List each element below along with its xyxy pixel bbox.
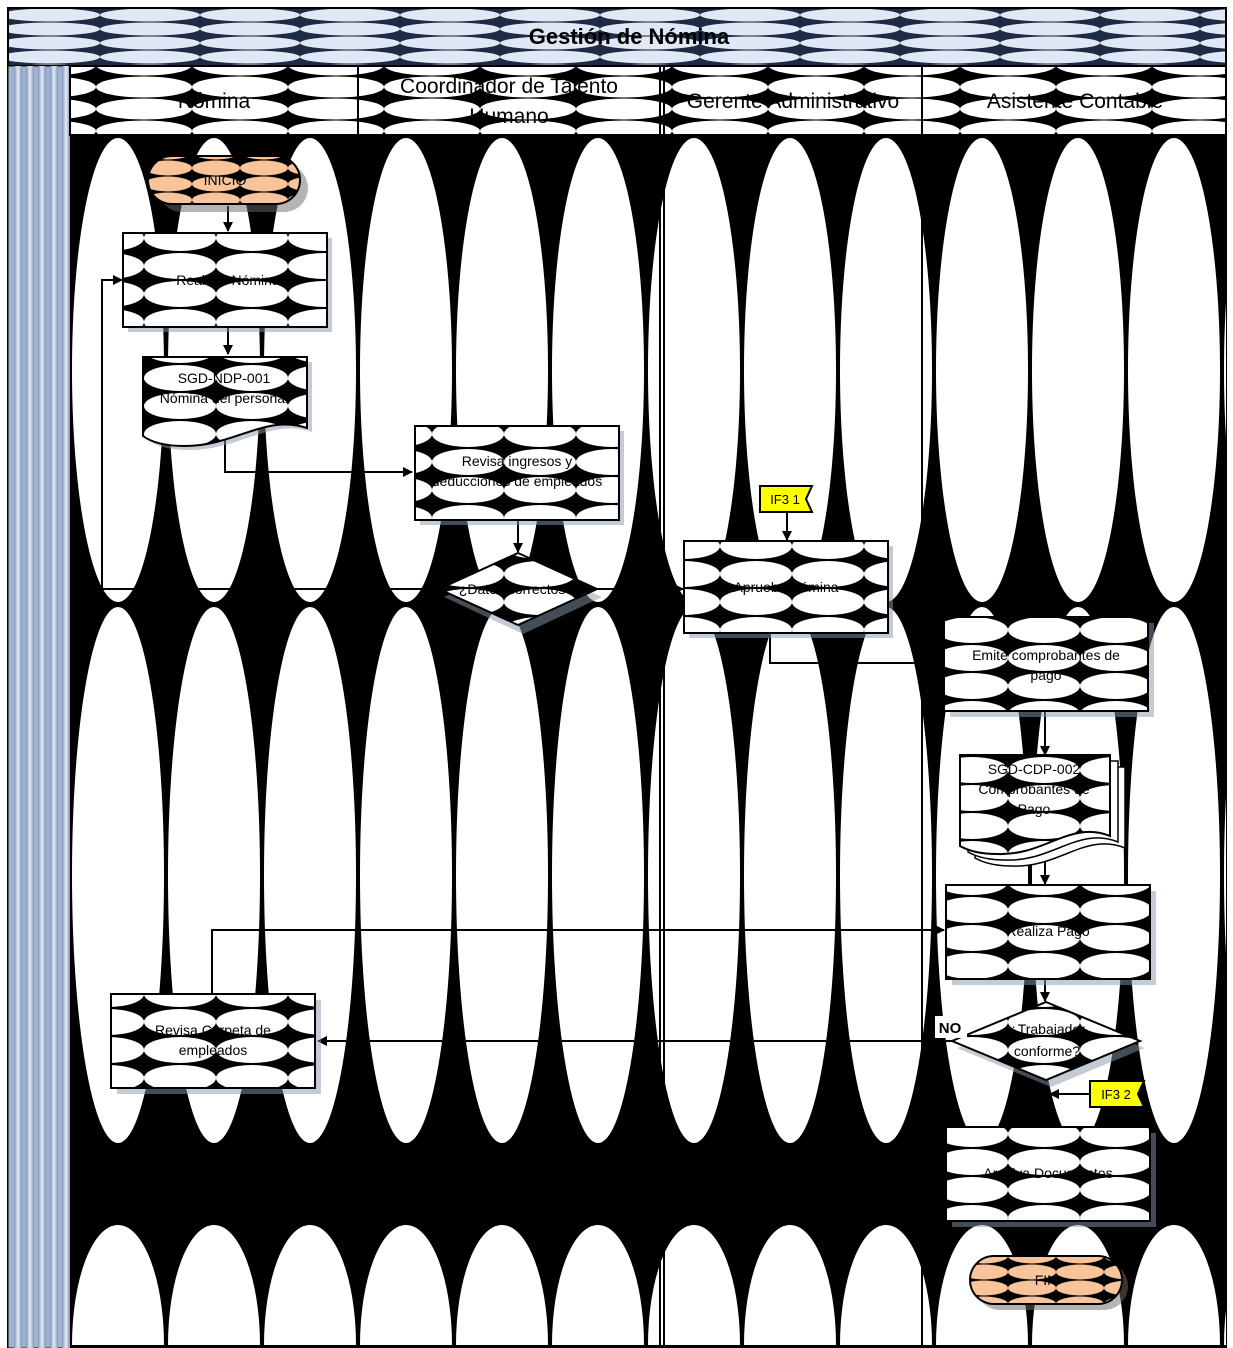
realizar-nomina-process: Realizar Nómina [123, 233, 332, 332]
lane-label-asistente: Asistente Contable [987, 90, 1163, 113]
comprobantes-doc-code: SGD-CDP-002 [988, 761, 1081, 777]
if3-2-offpage-connector: IF3 2 [1090, 1081, 1144, 1107]
comprobantes-doc-line2: Comprobantes de [978, 781, 1090, 797]
revisa-carpeta-line2: empleados [179, 1042, 248, 1058]
lane-label-coordinador-line1: Coordinador de Talento [400, 75, 618, 98]
datos-correctos-label: ¿Datos correctos? [459, 581, 574, 597]
inicio-label: INICIO [204, 172, 247, 188]
if3-1-offpage-connector: IF3 1 [760, 486, 812, 512]
inicio-terminator: INICIO [148, 156, 308, 212]
realiza-pago-process: Realiza Pago [946, 885, 1156, 985]
fin-terminator: FIN [970, 1256, 1128, 1310]
revisa-ingresos-process: Revisa ingresos y deducciones de emplead… [415, 426, 624, 525]
trabajador-conforme-line1: ¿Trabajador [1009, 1021, 1085, 1037]
lane-label-coordinador-line2: Humano [469, 105, 548, 128]
revisa-ingresos-line1: Revisa ingresos y [462, 453, 573, 469]
aprueba-nomina-label: Aprueba Nómina [733, 579, 838, 595]
revisa-carpeta-line1: Revisa Carpeta de [155, 1022, 271, 1038]
emite-comprobantes-line2: pago [1030, 667, 1061, 683]
realiza-pago-label: Realiza Pago [1006, 923, 1089, 939]
trabajador-conforme-line2: conforme? [1014, 1043, 1080, 1059]
left-pool-band [8, 66, 70, 1348]
emite-comprobantes-line1: Emite comprobantes de [972, 647, 1120, 663]
nomina-document-code: SGD-NDP-001 [178, 370, 271, 386]
aprueba-nomina-process: Aprueba Nómina [684, 541, 893, 638]
title-bar: Gestión de Nómina [8, 8, 1226, 66]
revisa-carpeta-process: Revisa Carpeta de empleados [111, 994, 321, 1094]
revisa-ingresos-line2: deducciones de empleados [432, 473, 602, 489]
fin-label: FIN [1035, 1272, 1058, 1288]
diagram-title: Gestión de Nómina [529, 24, 730, 49]
comprobantes-doc-line3: Pago [1018, 801, 1051, 817]
emite-comprobantes-process: Emite comprobantes de pago [944, 617, 1154, 717]
archiva-documentos-process: Archiva Documentos [946, 1127, 1156, 1227]
lane-label-nomina: Nómina [178, 90, 251, 113]
lane-label-gerente: Gerente Administrativo [687, 90, 899, 113]
nomina-document-name: Nómina del personal [160, 390, 288, 406]
if3-1-label: IF3 1 [770, 492, 800, 507]
archiva-documentos-label: Archiva Documentos [983, 1165, 1112, 1181]
no-branch-label: NO [939, 1020, 962, 1037]
if3-2-label: IF3 2 [1101, 1087, 1131, 1102]
realizar-nomina-label: Realizar Nómina [176, 272, 280, 288]
